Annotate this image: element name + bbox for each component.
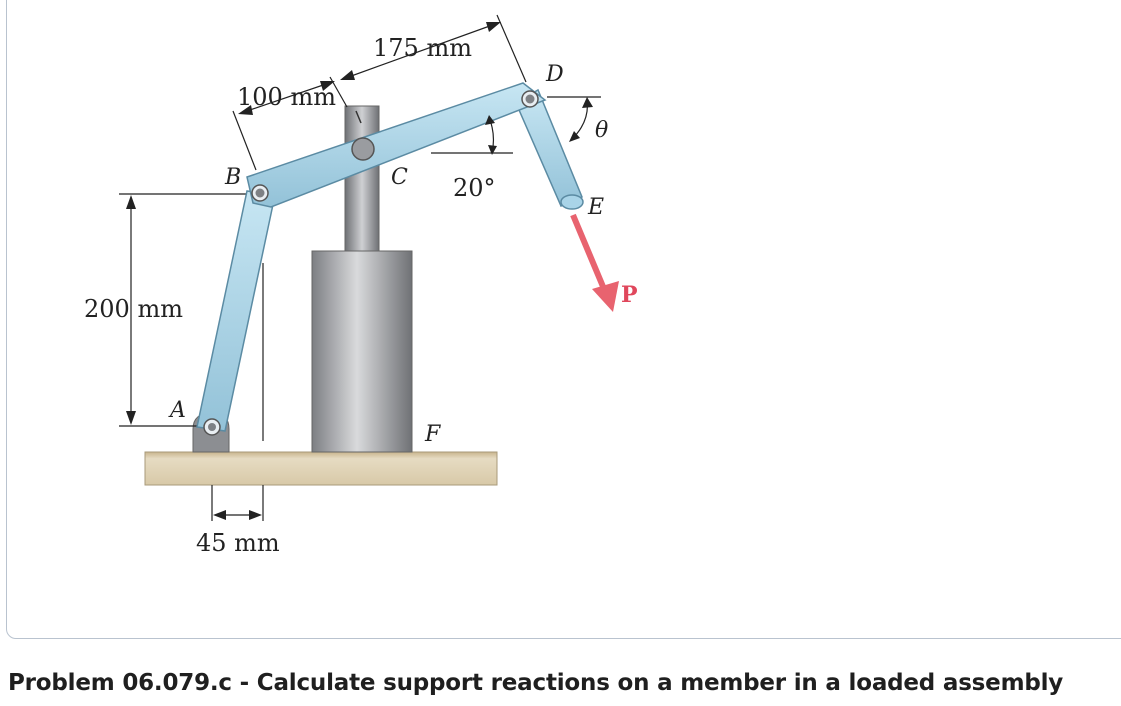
point-label-d: D <box>545 62 564 87</box>
load-label-p: P <box>621 282 638 308</box>
dim-label-45: 45 mm <box>196 529 280 557</box>
dim-label-100: 100 mm <box>237 83 336 111</box>
pin-c <box>351 137 375 161</box>
dim-label-200: 200 mm <box>84 295 183 323</box>
load-arrow-head <box>592 281 619 312</box>
problem-title: Problem 06.079.c - Calculate support rea… <box>8 670 1064 696</box>
figure-panel: 200 mm 100 mm 175 mm 45 mm 20° θ A B C D… <box>6 0 1121 639</box>
ground-base <box>144 451 498 486</box>
load-arrow-shaft <box>570 213 607 291</box>
point-label-a: A <box>168 398 186 423</box>
point-label-b: B <box>224 165 241 190</box>
dim-label-175: 175 mm <box>373 34 472 62</box>
end-e <box>560 194 584 210</box>
point-label-f: F <box>424 422 441 447</box>
member-bcd <box>246 82 547 208</box>
mechanism-diagram: 200 mm 100 mm 175 mm 45 mm 20° θ A B C D… <box>84 14 638 557</box>
cylinder-body <box>311 250 413 453</box>
piston-rod <box>344 105 380 252</box>
point-label-c: C <box>391 165 408 190</box>
angle-label-theta: θ <box>595 118 608 143</box>
angle-label-20: 20° <box>453 174 496 202</box>
point-label-e: E <box>587 195 604 220</box>
